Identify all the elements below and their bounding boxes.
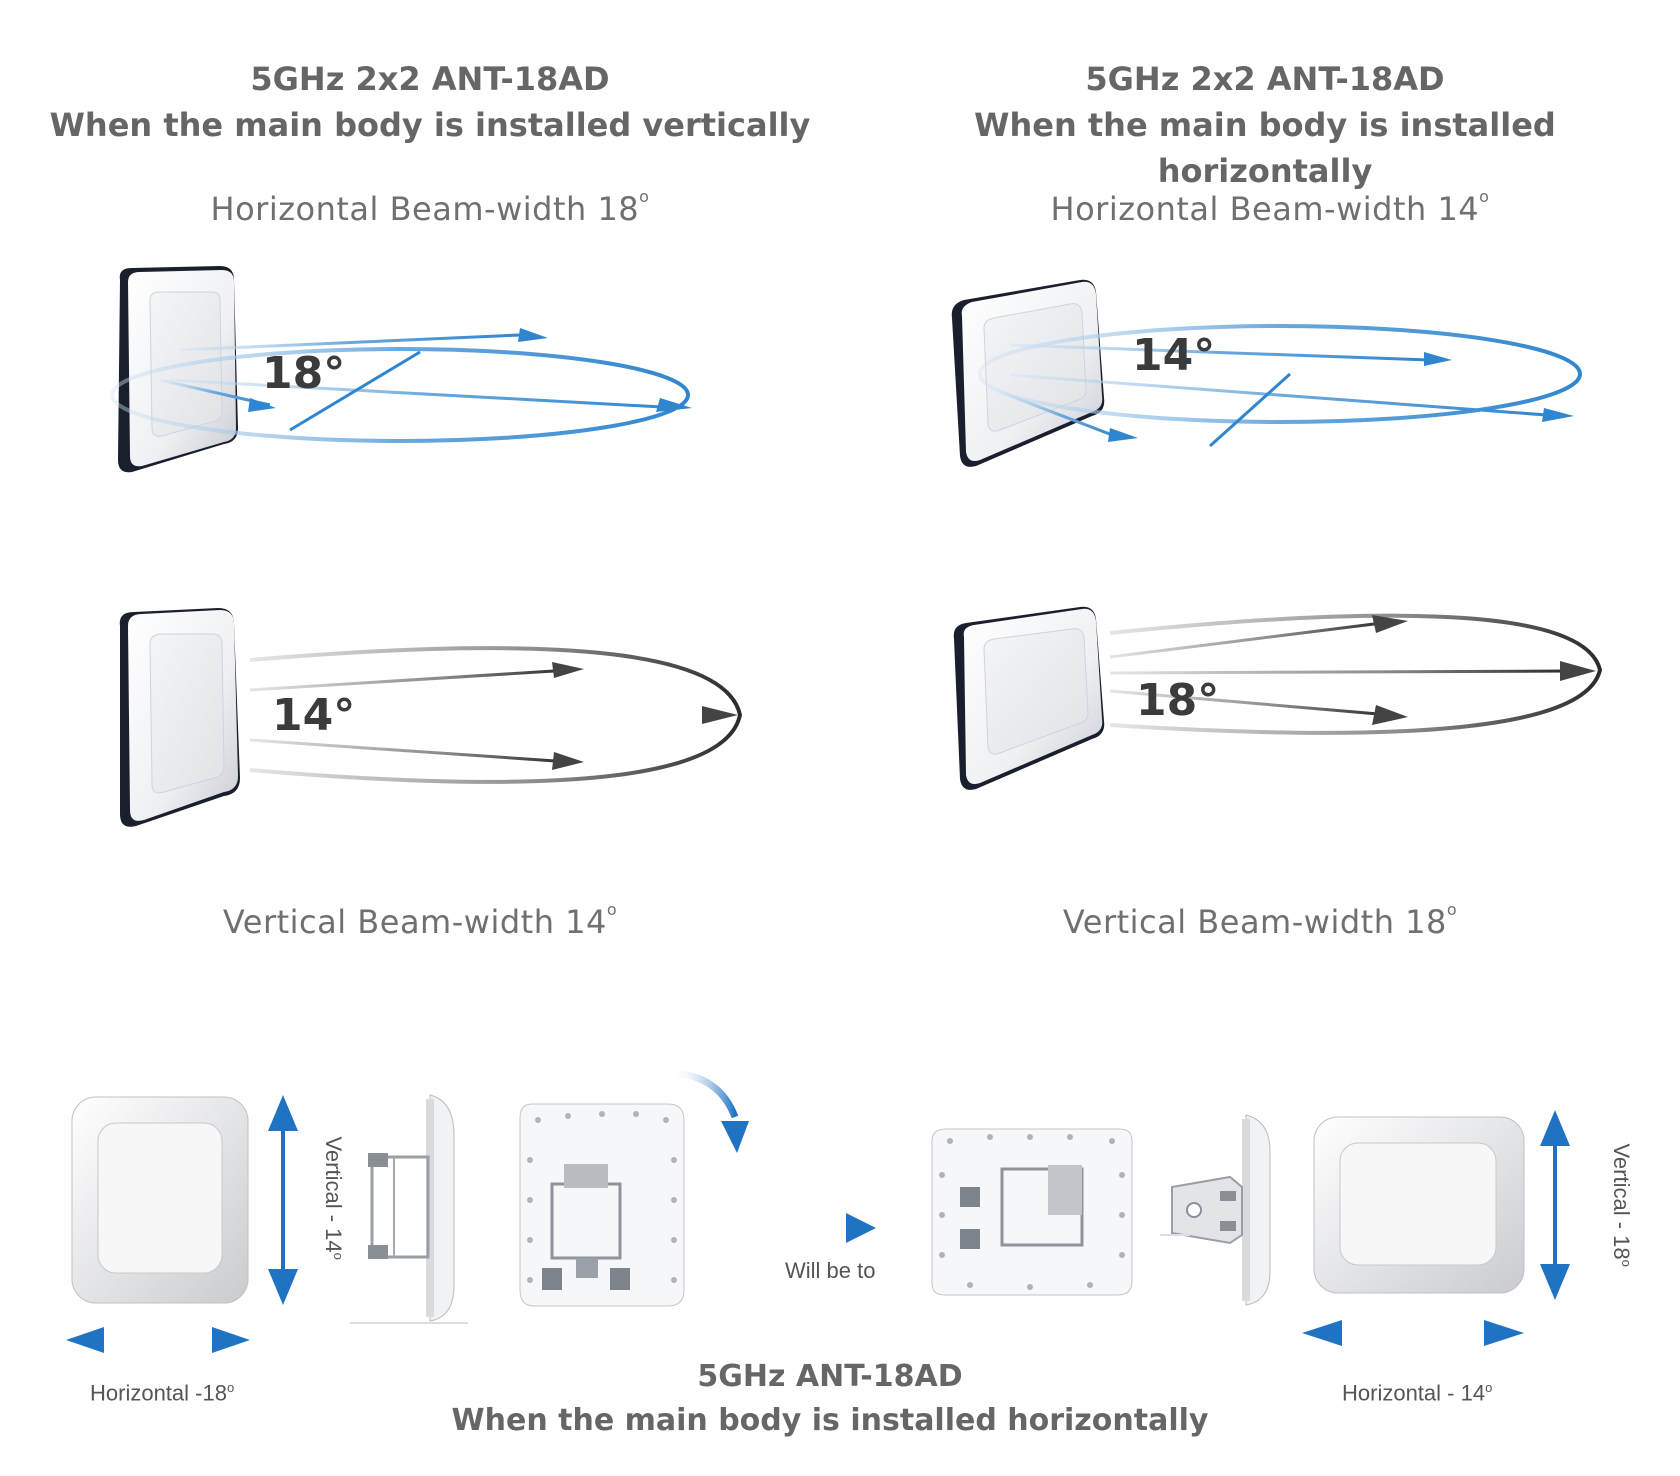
antenna-back-view-rotated [931,1128,1133,1296]
beam-angle-label: 18° [262,348,345,399]
left-horizontal-beam-diagram: 18° [110,266,692,473]
beam-lobe [249,646,743,784]
arrow-head [1560,661,1596,681]
horizontal-left-text: Horizontal -18 [90,1380,227,1406]
arrow-head [1372,705,1408,725]
arrow-head [552,662,584,678]
degree-mark: o [639,187,650,207]
right-vertical-beam-label: Vertical Beam-width 18o [940,900,1580,941]
left-title-line1: 5GHz 2x2 ANT-18AD [250,60,610,98]
horizontal-left-label: Horizontal -18o [90,1380,234,1406]
bottom-title-line1: 5GHz ANT-18AD [697,1359,963,1394]
antenna-front-vertical [71,1096,249,1304]
arrow-head [1372,615,1408,633]
beam-lobe [1109,613,1603,735]
arrow-head [518,328,548,342]
right-horizontal-beam-diagram: 14° [951,279,1582,467]
beam-angle-label: 14° [1132,330,1215,381]
vertical-double-arrow-left [268,1095,298,1305]
bottom-title-line2: When the main body is installed horizont… [451,1403,1209,1438]
antenna-side-view-bracket [350,1094,468,1324]
right-horizontal-beam-text: Horizontal Beam-width 14 [1050,190,1480,228]
degree-mark: o [1479,187,1490,207]
vertical-left-label: Vertical - 14o [320,1083,346,1313]
beam-ellipse [978,324,1582,424]
beam-angle-label: 18° [1136,675,1219,726]
beam-ellipse [110,347,690,443]
right-vertical-beam-text: Vertical Beam-width 18 [1062,903,1447,941]
horizontal-double-arrow-right [1302,1320,1524,1346]
left-title-line2: When the main body is installed vertical… [49,106,811,144]
arrow-head [1108,428,1138,442]
degree-mark: o [606,900,618,920]
bottom-title: 5GHz ANT-18AD When the main body is inst… [430,1355,1230,1443]
right-title: 5GHz 2x2 ANT-18AD When the main body is … [870,56,1660,194]
arrow-head [248,398,276,412]
will-be-to-arrow [786,1213,876,1243]
arrow-head [656,398,692,412]
degree-mark: o [331,1252,347,1260]
left-horizontal-beam-label: Horizontal Beam-width 18o [120,187,740,228]
horizontal-double-arrow-left [66,1327,250,1353]
right-horizontal-beam-label: Horizontal Beam-width 14o [960,187,1580,228]
degree-mark: o [1619,1259,1635,1267]
left-vertical-beam-diagram: 14° [119,608,743,827]
arrow-head [552,752,584,770]
arrow-head [1542,408,1574,422]
degree-mark: o [226,1380,235,1395]
left-vertical-beam-label: Vertical Beam-width 14o [100,900,740,941]
rotate-arrow [670,1069,749,1153]
beam-angle-label: 14° [272,690,355,741]
antenna-side-view-rotated [1160,1114,1271,1306]
right-title-line1: 5GHz 2x2 ANT-18AD [1085,60,1445,98]
arrow-head [702,706,738,724]
left-vertical-beam-text: Vertical Beam-width 14 [222,903,607,941]
antenna-front-horizontal [1313,1116,1525,1294]
horizontal-right-label: Horizontal - 14o [1342,1380,1492,1406]
vertical-right-label: Vertical - 18o [1608,1090,1634,1320]
vertical-double-arrow-right [1540,1110,1570,1300]
horizontal-right-text: Horizontal - 14 [1342,1380,1486,1406]
right-vertical-beam-diagram: 18° [953,606,1603,790]
left-horizontal-beam-text: Horizontal Beam-width 18 [210,190,640,228]
left-title: 5GHz 2x2 ANT-18AD When the main body is … [40,56,820,148]
right-title-line2: When the main body is installed horizont… [974,106,1556,190]
vertical-right-text: Vertical - 18 [1608,1143,1634,1260]
will-be-to-label: Will be to [785,1258,876,1283]
degree-mark: o [1446,900,1458,920]
vertical-left-text: Vertical - 14 [320,1136,346,1253]
degree-mark: o [1485,1380,1493,1395]
arrow-head [1424,352,1452,366]
antenna-back-view-bracket [519,1103,685,1307]
